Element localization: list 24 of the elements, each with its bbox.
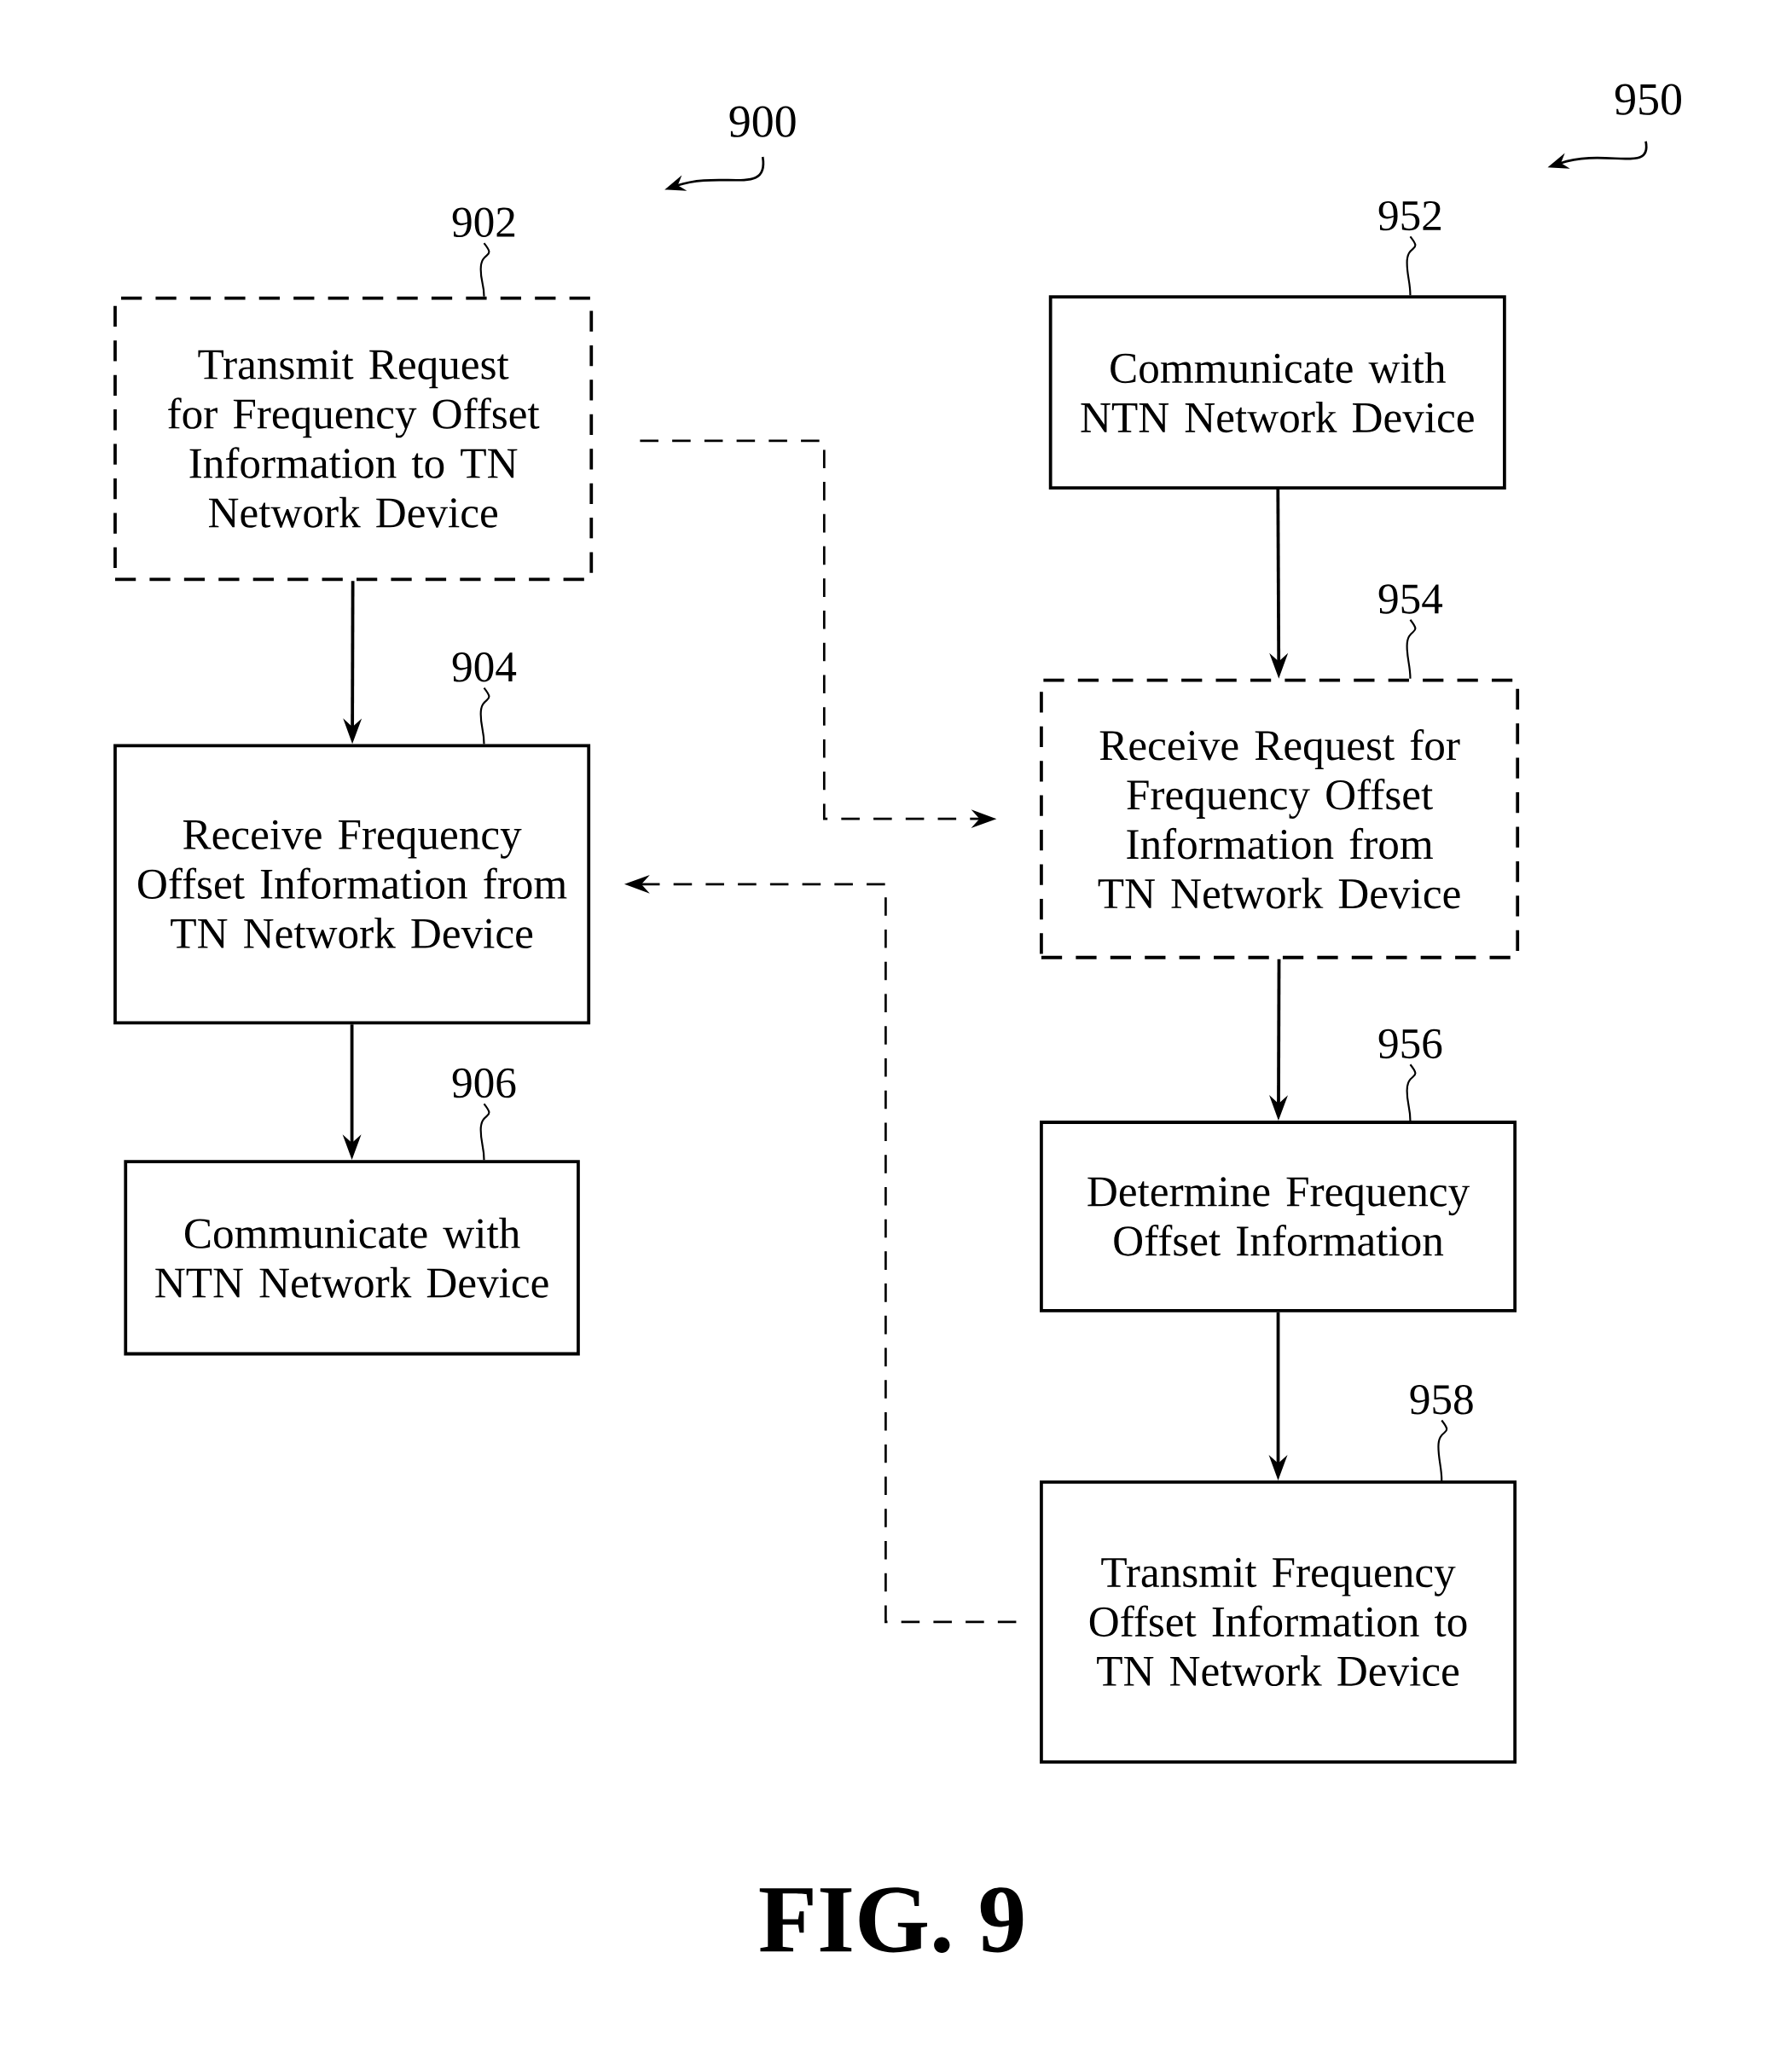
callout-number: 952 <box>1378 200 1441 231</box>
process-box: Communicate with NTN Network Device <box>124 1160 580 1356</box>
process-box: Transmit Frequency Offset Information to TN Network Device <box>1039 1480 1517 1764</box>
leader-line <box>1406 619 1417 679</box>
callout-number: 902 <box>452 207 514 238</box>
callout-number: 958 <box>1410 1384 1473 1415</box>
leader-line <box>1406 235 1417 296</box>
process-box: Determine Frequency Offset Information <box>1039 1121 1517 1312</box>
process-box: Transmit Request for Frequency Offset Information to TN Network Device <box>113 296 594 582</box>
callout-number: 904 <box>452 652 516 682</box>
reference-number: 950 <box>1615 84 1681 115</box>
leader-line <box>479 687 490 745</box>
callout-number: 906 <box>452 1068 516 1098</box>
leader-line <box>1437 1419 1448 1480</box>
leader-line <box>479 242 490 297</box>
leader-line <box>479 1103 490 1161</box>
process-box: Communicate with NTN Network Device <box>1048 295 1506 490</box>
process-box: Receive Request for Frequency Offset Information from TN Network Device <box>1039 678 1519 959</box>
callout-number: 956 <box>1378 1028 1442 1059</box>
process-box: Receive Frequency Offset Information from TN Network Device <box>113 744 590 1025</box>
callout-number: 954 <box>1378 584 1442 614</box>
figure-caption: FIG. 9 <box>759 1887 1024 1953</box>
reference-number: 900 <box>729 106 796 137</box>
leader-line <box>1406 1063 1417 1121</box>
